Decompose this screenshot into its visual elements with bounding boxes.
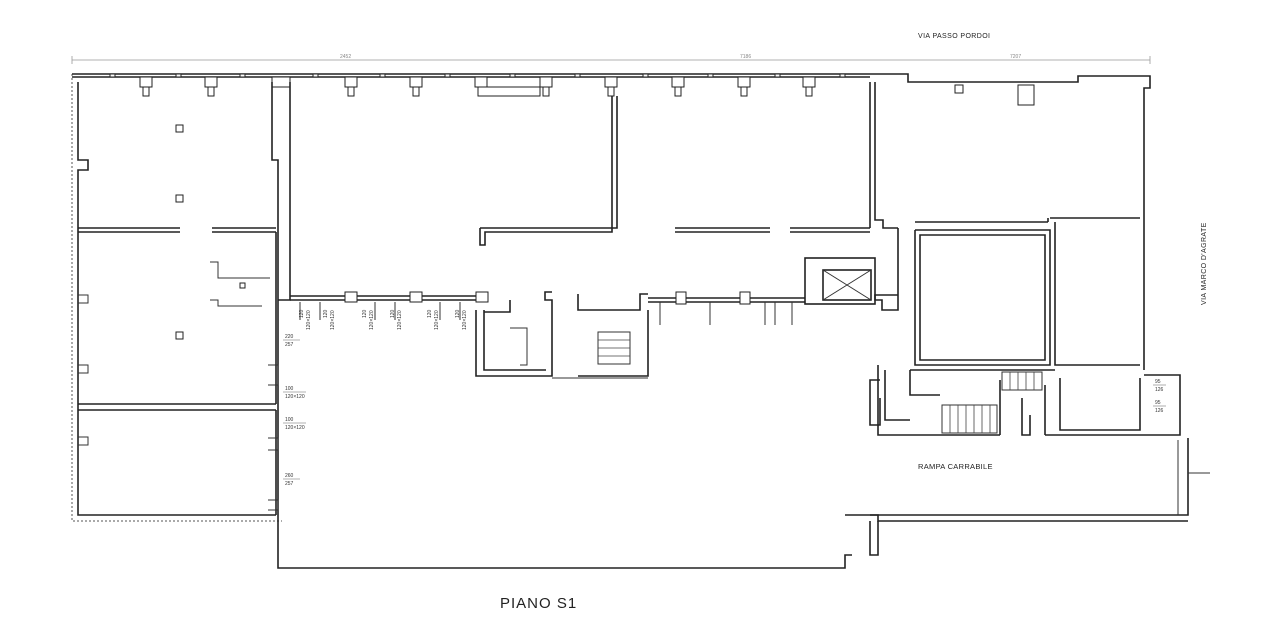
opening-label: 120×120 bbox=[397, 310, 403, 330]
opening-label: 120 bbox=[390, 309, 396, 318]
top-dimension-2: 7186 bbox=[740, 54, 751, 60]
opening-label: 120 bbox=[299, 309, 305, 318]
opening-label: 120×120 bbox=[462, 310, 468, 330]
top-dimension-line: 2452 7186 7207 bbox=[71, 54, 1151, 64]
left-label-top: 220 bbox=[285, 334, 294, 340]
right-label-bottom: 126 bbox=[1155, 408, 1164, 414]
left-label-bottom: 120×120 bbox=[285, 425, 305, 431]
right-label-top: 95 bbox=[1155, 400, 1161, 406]
opening-label: 120 bbox=[323, 309, 329, 318]
opening-labels: 120 120×120 120 120×120 120 120×120 120 … bbox=[299, 309, 468, 330]
top-dimension-1: 2452 bbox=[340, 54, 351, 60]
opening-label: 120×120 bbox=[330, 310, 336, 330]
opening-label: 120×120 bbox=[434, 310, 440, 330]
right-label-top: 95 bbox=[1155, 379, 1161, 385]
left-label-bottom: 120×120 bbox=[285, 394, 305, 400]
central-cores bbox=[475, 257, 876, 379]
left-label-top: 100 bbox=[285, 386, 294, 392]
left-label-top: 260 bbox=[285, 473, 294, 479]
opening-label: 120×120 bbox=[369, 310, 375, 330]
opening-label: 120×120 bbox=[306, 310, 312, 330]
left-block-rooms bbox=[78, 82, 279, 515]
outer-boundary bbox=[71, 74, 282, 522]
street-label-right: VIA MARCO D'AGRATE bbox=[1201, 222, 1208, 305]
street-label-top: VIA PASSO PORDOI bbox=[918, 33, 990, 40]
opening-label: 120 bbox=[455, 309, 461, 318]
opening-label: 120 bbox=[362, 309, 368, 318]
middle-block-rooms bbox=[278, 82, 871, 320]
right-dimension-labels: 95 126 95 126 bbox=[1153, 379, 1166, 414]
right-label-bottom: 126 bbox=[1155, 387, 1164, 393]
left-label-bottom: 257 bbox=[285, 342, 294, 348]
left-dimension-labels: 220 257 100 120×120 100 120×120 260 257 bbox=[283, 334, 306, 487]
right-wing-rooms bbox=[869, 84, 1181, 436]
opening-label: 120 bbox=[427, 309, 433, 318]
facade-piers bbox=[109, 73, 846, 97]
left-label-bottom: 257 bbox=[285, 481, 294, 487]
perimeter-walls bbox=[72, 73, 1210, 569]
left-label-top: 100 bbox=[285, 417, 294, 423]
top-dimension-3: 7207 bbox=[1010, 54, 1021, 60]
ramp-label: RAMPA CARRABILE bbox=[918, 462, 993, 471]
plan-title: PIANO S1 bbox=[500, 595, 577, 612]
